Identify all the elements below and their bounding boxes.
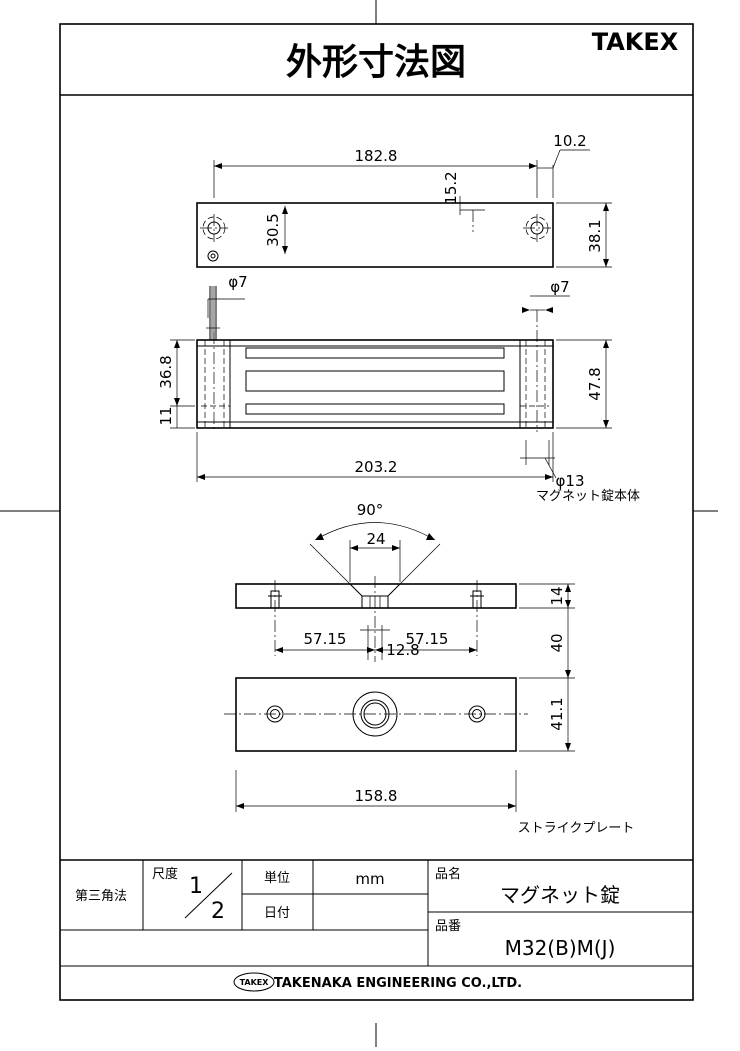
dim-15-2: 15.2	[442, 171, 460, 204]
label-magnet-body: マグネット錠本体	[536, 489, 640, 504]
magnet-top-view	[196, 202, 554, 268]
part-number: M32(B)M(J)	[505, 936, 616, 960]
dim-36-8: 36.8	[157, 355, 175, 388]
brand-logo: TAKEX	[592, 28, 679, 56]
dim-30-5: 30.5	[264, 213, 282, 246]
scale-denominator: 2	[211, 899, 225, 924]
dim-41-1: 41.1	[548, 697, 566, 730]
unit-value: mm	[355, 870, 384, 888]
scale-label: 尺度	[152, 866, 178, 882]
centering-marks	[0, 0, 718, 1047]
dim-10-2: 10.2	[553, 132, 586, 150]
top-view-dimensions: 182.8 10.2 15.2 30.5 38.1	[213, 132, 612, 268]
dim-203-2: 203.2	[355, 458, 398, 476]
dim-158-8: 158.8	[355, 787, 398, 805]
dim-57-15-left: 57.15	[304, 630, 347, 648]
dim-dia7-right: φ7	[550, 278, 569, 296]
magnet-front-view	[196, 286, 554, 432]
strike-top-view	[224, 677, 528, 752]
dim-38-1: 38.1	[586, 219, 604, 252]
dim-11: 11	[157, 406, 175, 425]
strike-top-dimensions: 41.1 158.8 ストライクプレート	[235, 678, 635, 836]
strike-side-view	[235, 576, 517, 662]
unit-label: 単位	[264, 870, 290, 886]
dim-dia13: φ13	[556, 472, 585, 490]
dim-40: 40	[548, 633, 566, 652]
company-name: TAKENAKA ENGINEERING CO.,LTD.	[274, 976, 522, 991]
dim-14: 14	[548, 586, 566, 605]
label-strike-plate: ストライクプレート	[518, 821, 635, 836]
page-title: 外形寸法図	[286, 42, 466, 83]
dim-24: 24	[366, 530, 385, 548]
dim-90-deg: 90°	[357, 501, 384, 519]
dim-12-8: 12.8	[386, 641, 419, 659]
sheet-border	[59, 23, 694, 1001]
dim-182-8: 182.8	[355, 147, 398, 165]
strike-side-dimensions: 90° 24 14 57.15 57.15 12.8 40	[275, 501, 575, 679]
company-logo-icon	[233, 972, 275, 992]
dim-57-15-right: 57.15	[406, 630, 449, 648]
front-view-dimensions: φ7 φ7 36.8 11 47.8 203.2 φ13 マグネット錠本体	[157, 273, 640, 504]
dim-47-8: 47.8	[586, 367, 604, 400]
dim-dia7-left: φ7	[228, 273, 247, 291]
date-label: 日付	[264, 906, 290, 921]
company-logo: TAKEX	[240, 978, 270, 987]
part-number-label: 品番	[435, 919, 461, 934]
title-block: 第三角法 尺度 1 2 単位 mm 日付 品名 マグネット錠 品番 M32(B)…	[60, 859, 693, 992]
product-name-label: 品名	[435, 866, 461, 882]
scale-numerator: 1	[189, 874, 203, 899]
product-name: マグネット錠	[500, 883, 620, 907]
projection-method: 第三角法	[75, 889, 127, 904]
